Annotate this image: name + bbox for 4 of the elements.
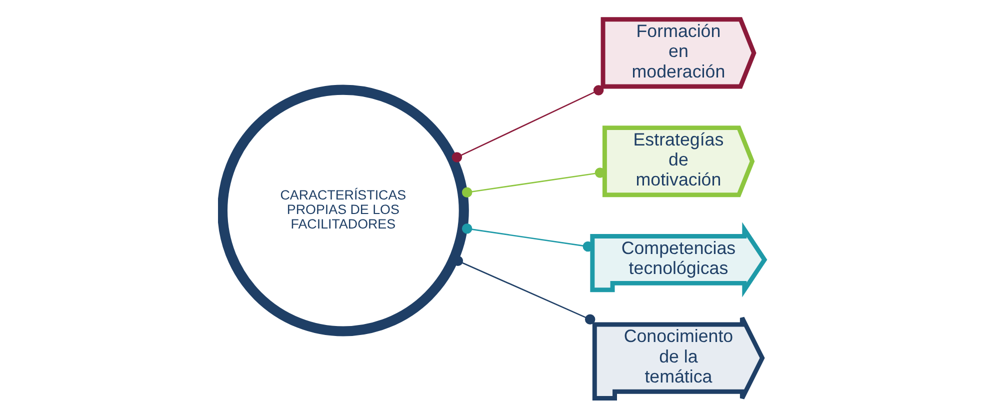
node-circle: CARACTERÍSTICAS PROPIAS DE LOS FACILITADORES xyxy=(218,84,469,336)
connector xyxy=(462,168,606,198)
connector xyxy=(452,85,604,162)
connector xyxy=(462,224,594,252)
